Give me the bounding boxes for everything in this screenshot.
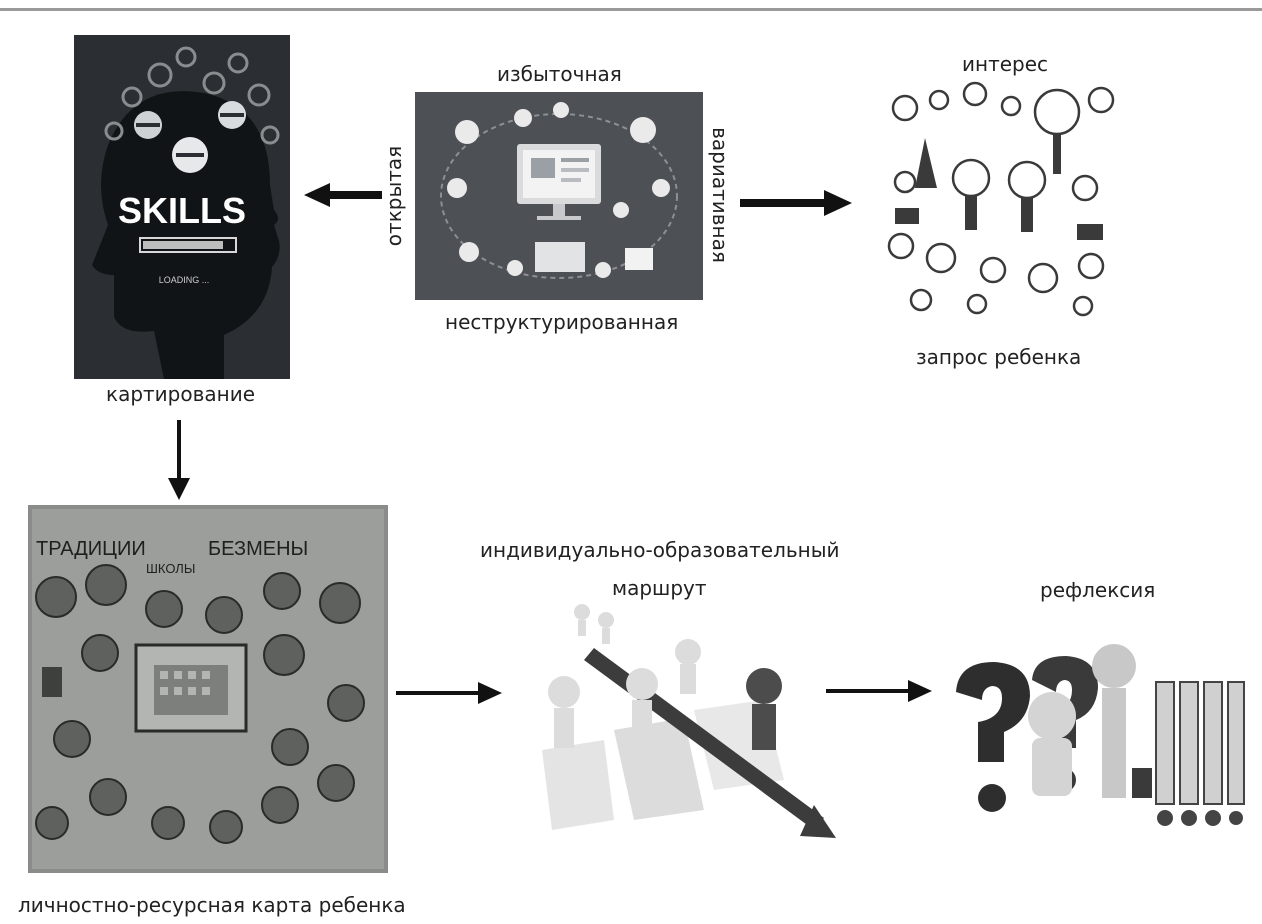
arrow-to-skills	[304, 183, 382, 207]
map-title-left: ТРАДИЦИИ	[36, 538, 146, 560]
individual-route-image	[542, 604, 836, 838]
education-environment-image	[415, 92, 703, 300]
route-label-line1: индивидуально-образовательный	[480, 538, 840, 562]
open-label-wrapper: открытая	[382, 126, 406, 266]
interest-label: интерес	[962, 52, 1049, 76]
arrow-to-reflection	[826, 680, 932, 702]
unstructured-label: неструктурированная	[445, 310, 679, 334]
skills-head-image: SKILLS LOADING ...	[74, 35, 290, 379]
open-label: открытая	[382, 145, 406, 247]
arrow-to-interest	[740, 190, 852, 216]
child-request-label: запрос ребенка	[916, 345, 1082, 369]
loading-text: LOADING ...	[159, 275, 210, 285]
resource-map-label: личностно-ресурсная карта ребенка	[18, 893, 406, 917]
arrow-down-to-map	[168, 420, 190, 500]
map-title-right: БЕЗМЕНЫ	[208, 538, 308, 560]
reflection-image	[956, 644, 1245, 826]
map-title-school: ШКОЛЫ	[146, 561, 195, 576]
variable-label-wrapper: вариативная	[708, 100, 732, 290]
skills-text: SKILLS	[118, 190, 246, 231]
child-interests-doodle-image	[887, 81, 1115, 317]
route-label-line2: маршрут	[612, 576, 707, 600]
mapping-label: картирование	[106, 382, 256, 406]
variable-label: вариативная	[708, 127, 732, 263]
reflection-label: рефлексия	[1040, 578, 1156, 602]
redundant-label: избыточная	[497, 62, 622, 86]
top-divider-line	[0, 8, 1262, 11]
arrow-to-route	[396, 682, 502, 704]
loading-bar	[139, 237, 237, 253]
resource-map-image: ТРАДИЦИИ ШКОЛЫ БЕЗМЕНЫ	[28, 505, 388, 873]
